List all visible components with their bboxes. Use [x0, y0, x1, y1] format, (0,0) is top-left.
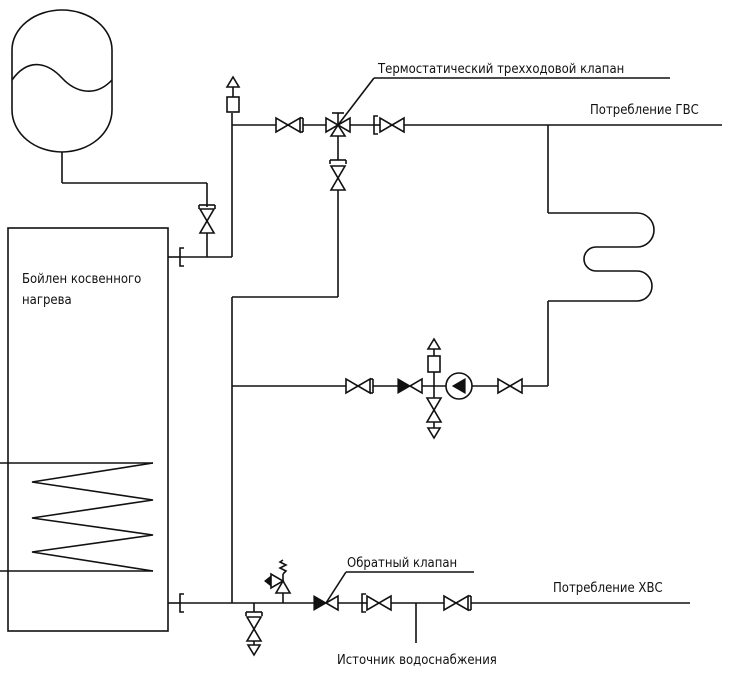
boiler-label-line1: Бойлен косвенного [22, 272, 141, 287]
check-valve-label: Обратный клапан [347, 556, 457, 571]
cold-water-line [168, 593, 690, 643]
boiler-label-line2: нагрева [22, 293, 72, 308]
tank-connection [198, 183, 216, 257]
heating-coil [0, 462, 154, 572]
towel-coil [547, 125, 655, 386]
thermo-valve-label: Термостатический трехходовой клапан [377, 62, 624, 77]
boiler: Бойлен косвенного нагрева [7, 227, 169, 632]
safety-valve [264, 559, 292, 603]
expansion-tank [11, 9, 207, 184]
recirculation-line [232, 372, 548, 400]
water-source-label: Источник водоснабжения [337, 653, 497, 668]
hot-water-line [232, 112, 722, 137]
boiler-hot-outlet [168, 113, 233, 267]
check-valve-callout: Обратный клапан [325, 556, 474, 604]
air-vent-top [225, 75, 241, 113]
hot-consumption-label: Потребление ГВС [590, 103, 699, 118]
cold-consumption-label: Потребление ХВС [553, 581, 663, 596]
thermo-valve-callout: Термостатический трехходовой клапан [337, 62, 670, 126]
pump-vent-drain [425, 337, 443, 440]
drain-valve [245, 603, 263, 657]
mixing-branch [232, 136, 347, 298]
